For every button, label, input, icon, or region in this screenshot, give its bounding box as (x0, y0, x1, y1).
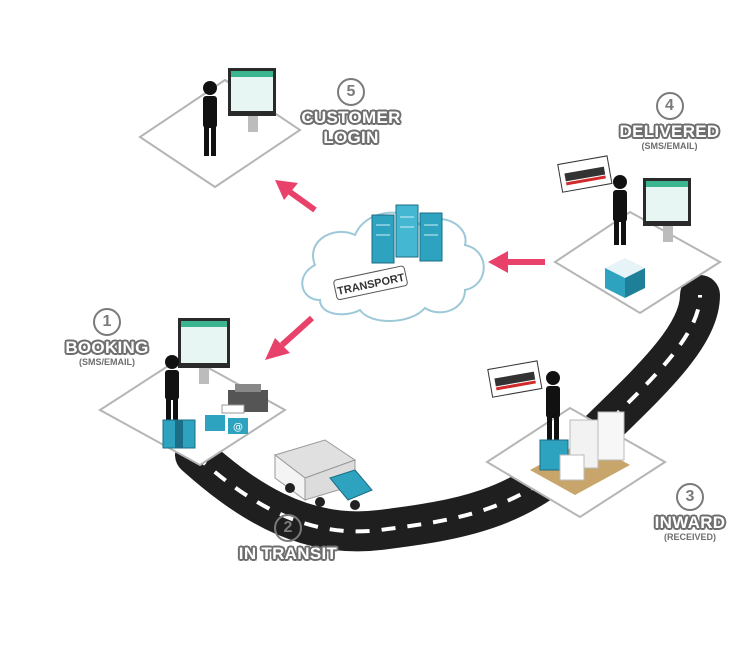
monitor-icon (643, 178, 691, 242)
step-1-title: BOOKING (65, 338, 149, 357)
person-icon (546, 371, 560, 446)
step-4-subtitle: (SMS/EMAIL) (641, 141, 698, 151)
booking-cards-icon: @ (205, 415, 248, 434)
barcode-card-icon (487, 360, 543, 398)
step-3-label: 3 INWARD (RECEIVED) (640, 483, 740, 542)
step-3-number: 3 (676, 483, 704, 511)
barcode-card-icon (557, 155, 613, 193)
truck-icon (273, 439, 373, 510)
step-2-label: 2 IN TRANSIT (228, 514, 348, 562)
arrow-cloud-to-customer-login (275, 180, 317, 213)
package-icon (162, 419, 196, 449)
step-2-number: 2 (274, 514, 302, 542)
step-1-label: 1 BOOKING (SMS/EMAIL) (52, 308, 162, 367)
step-3-title: INWARD (654, 513, 726, 532)
step-5-title: CUSTOMER (301, 108, 401, 127)
svg-text:@: @ (233, 422, 243, 433)
printer-icon (221, 384, 268, 414)
platform-delivered (553, 210, 722, 315)
step-5-label: 5 CUSTOMER LOGIN (296, 78, 406, 146)
step-2-title: IN TRANSIT (238, 544, 338, 563)
person-icon (165, 355, 179, 423)
person-icon (613, 175, 627, 245)
step-4-label: 4 DELIVERED (SMS/EMAIL) (612, 92, 727, 151)
person-icon (203, 81, 217, 156)
step-3-subtitle: (RECEIVED) (663, 532, 716, 542)
arrow-cloud-to-booking (265, 315, 315, 360)
arrow-delivered-to-cloud (488, 251, 545, 273)
step-4-title: DELIVERED (619, 122, 720, 141)
step-5-title-line2: LOGIN (323, 128, 379, 147)
monitor-icon (228, 68, 276, 132)
step-5-number: 5 (337, 78, 365, 106)
pallet-boxes-icon (530, 411, 630, 495)
monitor-icon (178, 318, 230, 384)
step-1-subtitle: (SMS/EMAIL) (79, 357, 135, 367)
road-markings (193, 294, 702, 534)
step-1-number: 1 (93, 308, 121, 336)
server-icon (371, 204, 443, 264)
step-4-number: 4 (655, 92, 684, 120)
package-icon (605, 258, 645, 298)
